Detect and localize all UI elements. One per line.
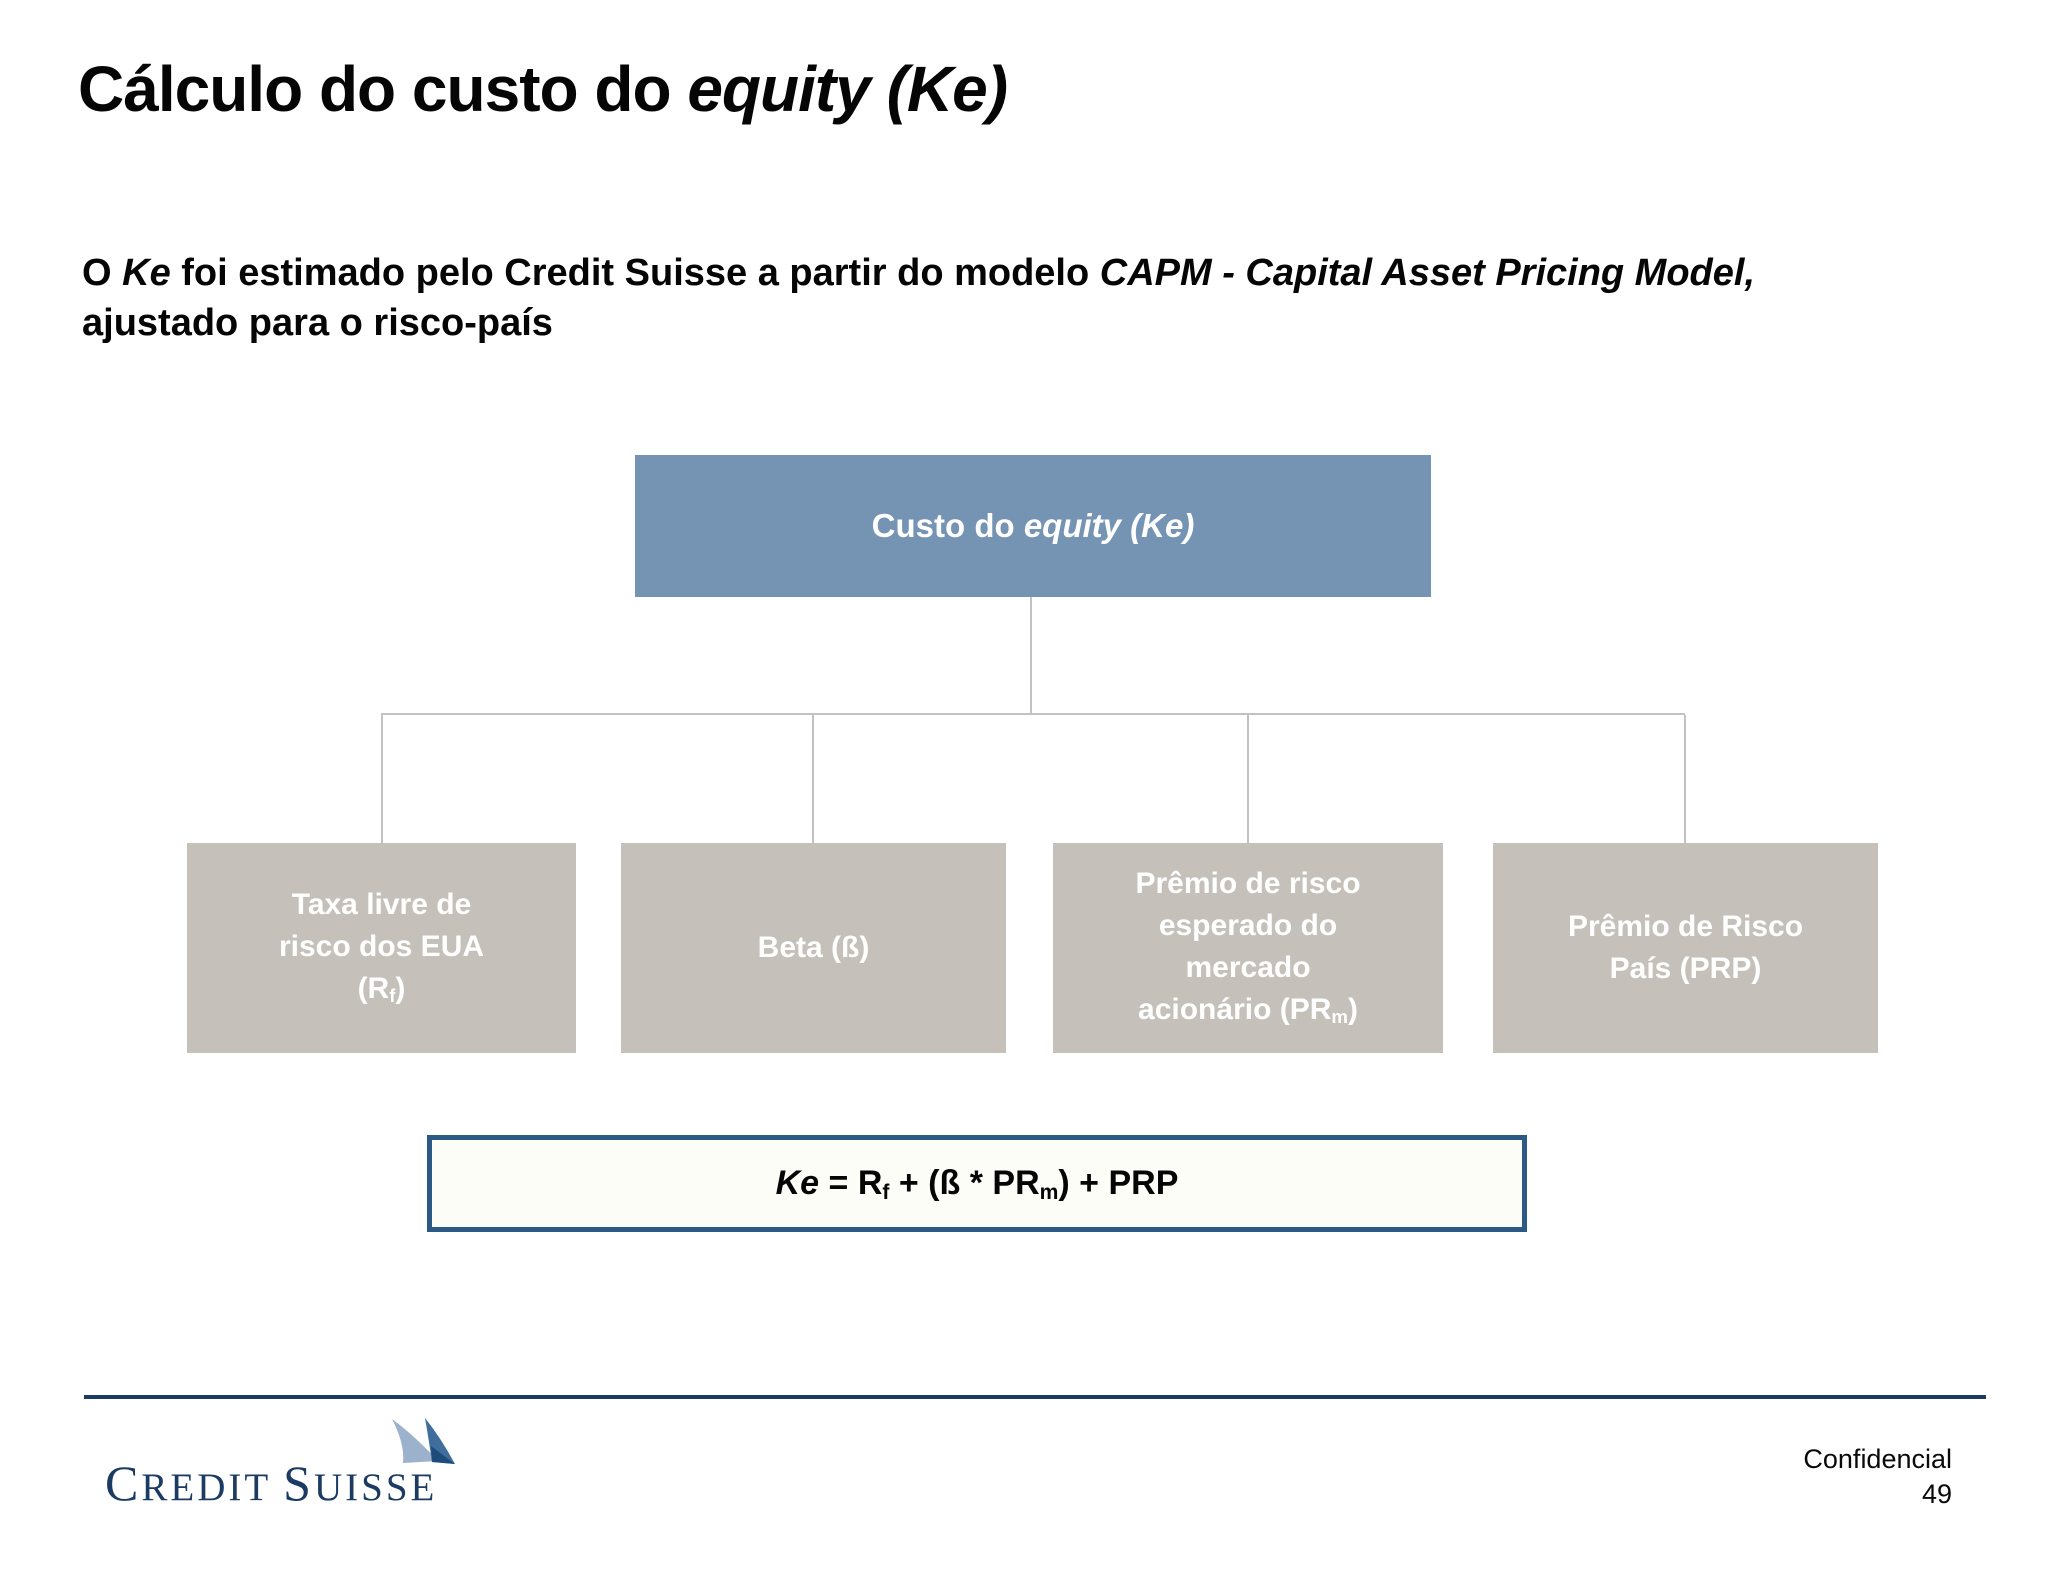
formula-subscript-m: m	[1039, 1181, 1059, 1205]
box3-line-3: mercado	[1185, 950, 1311, 984]
diagram-root-label: Custo do equity (Ke)	[872, 507, 1195, 545]
page-title: Cálculo do custo do equity (Ke)	[78, 52, 1008, 126]
root-label-normal: Custo do	[871, 507, 1024, 544]
box1-line-1: Taxa livre de	[291, 887, 472, 921]
formula-box: Ke = Rf + (ß * PRm) + PRP	[427, 1135, 1527, 1232]
box4-line-1: Prêmio de Risco	[1567, 910, 1804, 943]
formula-part-3: + (ß * PR	[889, 1164, 1040, 1202]
box3-line-4-pre: acionário (PR	[1138, 992, 1332, 1026]
formula-ke: Ke	[775, 1164, 820, 1202]
diagram-box-premio-risco-mercado: Prêmio de risco esperado do mercado acio…	[1053, 843, 1443, 1053]
subtitle-part-1: O	[82, 252, 123, 294]
page-title-normal: Cálculo do custo do	[78, 53, 688, 125]
box1-label: Taxa livre de risco dos EUA (Rf)	[279, 884, 484, 1013]
logo-letter-c1: C	[105, 1455, 142, 1511]
subtitle-part-2: foi estimado pelo Credit Suisse a partir…	[170, 252, 1100, 294]
formula-subscript-f: f	[882, 1181, 890, 1205]
diagram-box-beta: Beta (ß)	[621, 843, 1006, 1053]
box3-line-1: Prêmio de risco	[1135, 866, 1361, 900]
connector-stem	[1030, 597, 1032, 713]
diagram-box-premio-risco-pais: Prêmio de Risco País (PRP)	[1493, 843, 1878, 1053]
box2-label: Beta (ß)	[757, 931, 870, 964]
box1-line-2: risco dos EUA	[278, 929, 485, 963]
footer-right: Confidencial 49	[1803, 1442, 1952, 1512]
root-label-italic: equity (Ke)	[1023, 507, 1195, 544]
footer-divider-line	[84, 1395, 1986, 1399]
connector-horizontal	[381, 713, 1685, 715]
logo-letter-c2: S	[283, 1455, 314, 1511]
capm-formula: Ke = Rf + (ß * PRm) + PRP	[775, 1164, 1179, 1205]
logo-rest-1: REDIT	[141, 1466, 272, 1509]
credit-suisse-logo: CREDIT SUISSE	[105, 1458, 437, 1521]
connector-drop-box4	[1684, 715, 1686, 843]
connector-drop-box1	[381, 715, 383, 843]
subtitle: O Ke foi estimado pelo Credit Suisse a p…	[82, 248, 1755, 348]
box3-line-2: esperado do	[1158, 908, 1338, 942]
connector-drop-box3	[1247, 715, 1249, 843]
logo-rest-2: UISSE	[313, 1466, 438, 1509]
formula-part-4: ) + PRP	[1058, 1164, 1179, 1202]
box1-subscript-f: f	[389, 985, 396, 1007]
box4-label: Prêmio de Risco País (PRP)	[1568, 906, 1803, 990]
subtitle-line-2: ajustado para o risco-país	[82, 302, 553, 344]
page-title-italic: equity (Ke)	[687, 53, 1008, 125]
confidential-label: Confidencial	[1803, 1444, 1952, 1474]
diagram-root-box-custo-equity: Custo do equity (Ke)	[635, 455, 1431, 597]
box4-line-2: País (PRP)	[1609, 952, 1762, 985]
box3-label: Prêmio de risco esperado do mercado acio…	[1135, 863, 1360, 1034]
box3-subscript-m: m	[1331, 1006, 1348, 1028]
formula-part-2: = R	[819, 1164, 883, 1202]
diagram-box-taxa-livre-risco: Taxa livre de risco dos EUA (Rf)	[187, 843, 576, 1053]
box1-line-3-pre: (R	[357, 971, 390, 1005]
subtitle-capm: CAPM - Capital Asset Pricing Model,	[1099, 252, 1756, 294]
connector-drop-box2	[812, 715, 814, 843]
page-number: 49	[1921, 1479, 1952, 1509]
box3-line-4-post: )	[1347, 992, 1358, 1026]
subtitle-ke: Ke	[122, 252, 171, 294]
box1-line-3-post: )	[395, 971, 406, 1005]
credit-suisse-sail-icon	[392, 1418, 455, 1464]
